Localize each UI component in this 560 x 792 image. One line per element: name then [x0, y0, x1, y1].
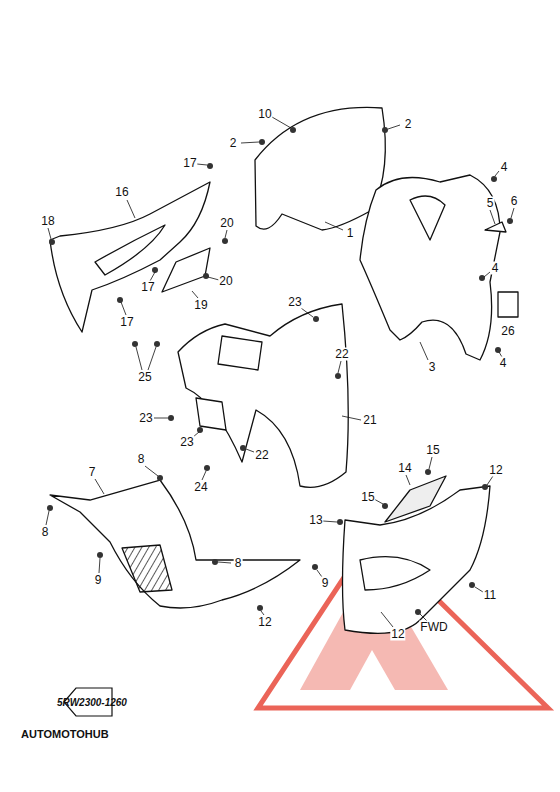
callout-number: 12 — [257, 616, 272, 629]
callout-number: 19 — [193, 299, 208, 312]
callout-number: 14 — [397, 462, 412, 475]
bracket — [485, 222, 506, 232]
callout-number: 18 — [40, 215, 55, 228]
callout-number: 23 — [179, 436, 194, 449]
small-panel — [162, 248, 210, 292]
callout-number: 9 — [94, 574, 103, 587]
callout-number: 2 — [404, 118, 413, 131]
callout-number: 12 — [488, 464, 503, 477]
leader-lines — [46, 117, 514, 627]
callout-number: 24 — [193, 481, 208, 494]
left-side-detail — [95, 225, 165, 275]
callout-number: 8 — [137, 453, 146, 466]
callout-number: 17 — [119, 316, 134, 329]
callout-number: 10 — [257, 108, 272, 121]
callout-number: 4 — [500, 161, 509, 174]
callout-number: 21 — [362, 414, 377, 427]
front-cover — [178, 304, 348, 487]
callout-number: 23 — [138, 412, 153, 425]
callout-number: 22 — [334, 348, 349, 361]
callout-number: 16 — [114, 186, 129, 199]
callout-number: 20 — [219, 217, 234, 230]
callout-number: 11 — [483, 589, 497, 602]
callout-number: 2 — [229, 137, 238, 150]
callout-number: 15 — [360, 491, 375, 504]
callout-number: 26 — [500, 325, 515, 338]
label-sticker — [498, 292, 518, 317]
vent-grille — [122, 545, 172, 592]
lens — [385, 476, 446, 522]
right-panel — [360, 175, 500, 360]
callout-number: 5 — [486, 197, 495, 210]
callout-number: 8 — [234, 557, 243, 570]
callout-number: 1 — [346, 227, 355, 240]
front-cover-bracket — [196, 398, 226, 430]
mount-plate — [218, 336, 262, 370]
callout-number: 8 — [41, 526, 50, 539]
callout-number: 15 — [425, 444, 440, 457]
callout-number: 20 — [218, 275, 233, 288]
diagram-code: AUTOMOTOHUB — [20, 728, 110, 741]
callout-number: 12 — [390, 628, 405, 641]
direction-label: 5RW2300-1260 — [56, 696, 128, 709]
callout-number: 4 — [499, 357, 508, 370]
left-lower-cover — [50, 480, 300, 608]
callout-number: 25 — [137, 371, 152, 384]
callout-number: 23 — [287, 296, 302, 309]
callout-number: 17 — [140, 281, 155, 294]
top-cover — [255, 107, 385, 230]
callout-number: 7 — [88, 466, 97, 479]
callout-number: 22 — [254, 449, 269, 462]
cover-detail — [360, 557, 430, 590]
fasteners — [47, 127, 513, 615]
callout-number: 17 — [182, 157, 197, 170]
callout-number: 3 — [428, 361, 437, 374]
callout-number: 6 — [510, 195, 519, 208]
panel-detail — [410, 196, 445, 240]
callout-number: 9 — [321, 577, 330, 590]
callout-number: 13 — [308, 514, 323, 527]
callout-number: 4 — [491, 262, 500, 275]
left-side-cover — [50, 182, 210, 332]
callout-number: FWD — [419, 621, 448, 634]
